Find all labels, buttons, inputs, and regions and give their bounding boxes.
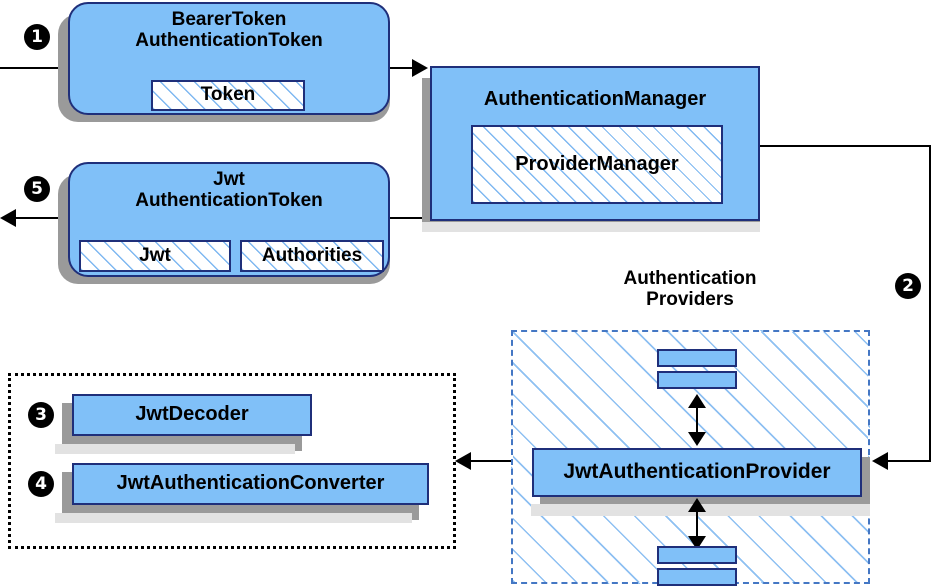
connector-manager-down (929, 145, 931, 462)
step-badge-3-number: 3 (35, 404, 47, 425)
jwt-authentication-provider-label: JwtAuthenticationProvider (563, 460, 831, 484)
providers-region-label-line2: Providers (646, 289, 734, 311)
bearer-token-title-line1: BearerToken (171, 9, 287, 30)
provider-stub-top-bar-1 (657, 349, 737, 367)
connector-response-out (16, 217, 66, 219)
providers-region-label: Authentication Providers (560, 268, 820, 311)
connector-manager-to-jwt-token (386, 217, 434, 219)
step-badge-4-number: 4 (35, 473, 47, 494)
step-badge-2-number: 2 (902, 275, 914, 296)
authentication-providers-region: JwtAuthenticationProvider (511, 330, 870, 586)
step-badge-1-number: 1 (31, 26, 43, 47)
jwt-authentication-converter[interactable]: JwtAuthenticationConverter (72, 463, 429, 505)
bearer-token-field-label: Token (200, 84, 256, 106)
jwt-decoder[interactable]: JwtDecoder (72, 394, 312, 436)
provider-link-bottom-line (696, 502, 698, 544)
jwt-decoder-shadow-outer (55, 444, 295, 454)
provider-manager-label: ProviderManager (515, 152, 679, 175)
jwt-token-field-authorities: Authorities (240, 240, 384, 272)
step-badge-4: 4 (28, 471, 54, 497)
provider-link-top-line (696, 398, 698, 440)
arrow-response-out (0, 209, 16, 227)
provider-stub-bottom-bar-1 (657, 546, 737, 564)
jwt-tools-region (8, 373, 456, 549)
jwt-token-title: Jwt AuthenticationToken (70, 169, 388, 211)
provider-link-top-arrow-down (688, 432, 706, 446)
jwt-authentication-provider[interactable]: JwtAuthenticationProvider (532, 448, 862, 497)
step-badge-1: 1 (24, 24, 50, 50)
bearer-token-field-token: Token (151, 80, 305, 111)
authentication-manager-shadow-outer (422, 222, 760, 232)
providers-region-label-line1: Authentication (623, 268, 757, 289)
authentication-manager[interactable]: AuthenticationManager ProviderManager (430, 66, 760, 221)
authentication-manager-title: AuthenticationManager (483, 88, 707, 110)
bearer-token-authentication-token[interactable]: BearerToken AuthenticationToken Token (68, 2, 390, 115)
jwt-decoder-label: JwtDecoder (135, 403, 249, 426)
connector-provider-to-tools (470, 460, 530, 462)
provider-stub-top-bar-2 (657, 371, 737, 389)
provider-stub-bottom-bar-2 (657, 568, 737, 586)
provider-manager: ProviderManager (471, 125, 723, 204)
step-badge-5: 5 (24, 176, 50, 202)
arrow-token-to-manager (412, 59, 428, 77)
jwt-authentication-converter-shadow-outer (55, 513, 412, 523)
jwt-token-field-jwt-label: Jwt (139, 244, 171, 266)
arrow-provider-to-tools (455, 452, 471, 470)
jwt-token-title-line2: AuthenticationToken (135, 189, 323, 211)
step-badge-5-number: 5 (31, 178, 43, 199)
jwt-token-field-jwt: Jwt (79, 240, 231, 272)
step-badge-3: 3 (28, 402, 54, 428)
provider-link-top-arrow-up (688, 394, 706, 408)
step-badge-2: 2 (895, 273, 921, 299)
jwt-token-field-authorities-label: Authorities (261, 244, 363, 266)
jwt-authentication-token[interactable]: Jwt AuthenticationToken Jwt Authorities (68, 162, 390, 277)
connector-token-to-manager (386, 67, 422, 69)
jwt-authentication-converter-label: JwtAuthenticationConverter (116, 472, 385, 495)
arrow-into-provider (872, 452, 888, 470)
connector-request-in (0, 67, 72, 69)
provider-link-bottom-arrow-up (688, 498, 706, 512)
jwt-token-title-line1: Jwt (213, 169, 245, 190)
connector-manager-right (758, 145, 931, 147)
bearer-token-title-line2: AuthenticationToken (135, 29, 323, 51)
bearer-token-title: BearerToken AuthenticationToken (70, 9, 388, 51)
connector-into-provider (888, 460, 931, 462)
